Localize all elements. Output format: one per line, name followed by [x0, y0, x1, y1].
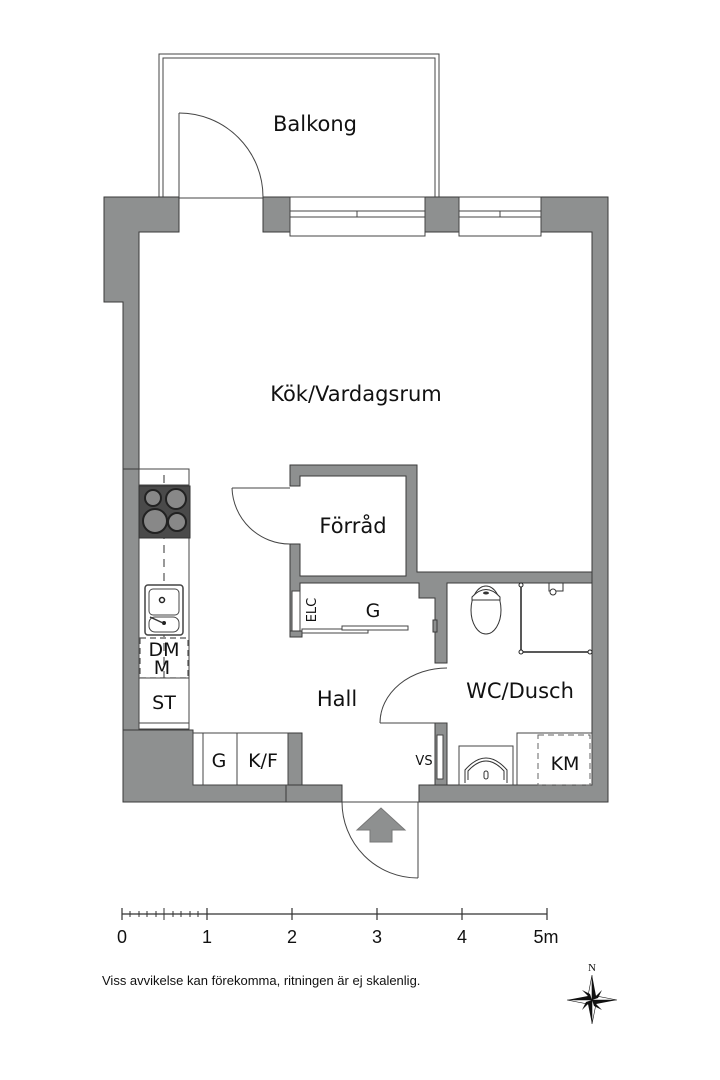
fridge-freezer-label: K/F	[248, 750, 278, 772]
scale-bar: 0 1 2 3 4 5m	[117, 908, 559, 947]
water-heater-label: VS	[415, 754, 432, 769]
room-label-kitchen-living: Kök/Vardagsrum	[270, 382, 442, 406]
storage-walls	[289, 464, 593, 664]
washbasin	[458, 745, 514, 786]
window-1	[289, 196, 426, 237]
disclaimer-note: Viss avvikelse kan förekomma, ritningen …	[102, 973, 420, 988]
storage-door[interactable]	[231, 487, 291, 545]
scale-tick-1: 1	[202, 927, 212, 947]
wardrobe-label: G	[212, 750, 227, 772]
entry-wardrobes: G K/F	[192, 732, 289, 786]
compass-rose-icon: N	[566, 962, 618, 1025]
balcony-door[interactable]	[178, 112, 264, 232]
hall-wardrobe: ELC G	[289, 590, 438, 638]
scale-tick-5: 5m	[533, 927, 558, 947]
room-label-hall: Hall	[317, 687, 357, 711]
dishwasher-label-2: M	[154, 657, 170, 679]
room-label-balcony: Balkong	[273, 112, 357, 136]
entrance-arrow-icon	[355, 807, 407, 843]
north-label: N	[588, 962, 596, 974]
scale-tick-2: 2	[287, 927, 297, 947]
room-label-wc-shower: WC/Dusch	[466, 679, 574, 703]
washing-machine: KM	[516, 732, 593, 786]
entrance-door[interactable]	[341, 801, 419, 879]
balcony: Balkong	[158, 53, 440, 199]
stove-label: ST	[152, 692, 176, 714]
dishwasher: DM M	[139, 637, 189, 679]
room-label-storage: Förråd	[319, 513, 386, 538]
scale-tick-3: 3	[372, 927, 382, 947]
kitchen-sink	[144, 584, 184, 636]
bathroom-door[interactable]	[379, 667, 448, 724]
washing-machine-label: KM	[551, 753, 580, 775]
scale-tick-4: 4	[457, 927, 467, 947]
water-heater: VS	[415, 734, 444, 780]
electrical-cabinet-label: ELC	[305, 598, 320, 623]
stove-cabinet: ST	[138, 677, 190, 724]
scale-tick-0: 0	[117, 927, 127, 947]
stove-cooktop	[138, 485, 191, 539]
dishwasher-label: DM	[148, 639, 179, 661]
hall-wardrobe-label: G	[366, 600, 381, 622]
shower-area	[518, 582, 593, 655]
window-2	[458, 196, 542, 237]
toilet	[470, 585, 502, 635]
